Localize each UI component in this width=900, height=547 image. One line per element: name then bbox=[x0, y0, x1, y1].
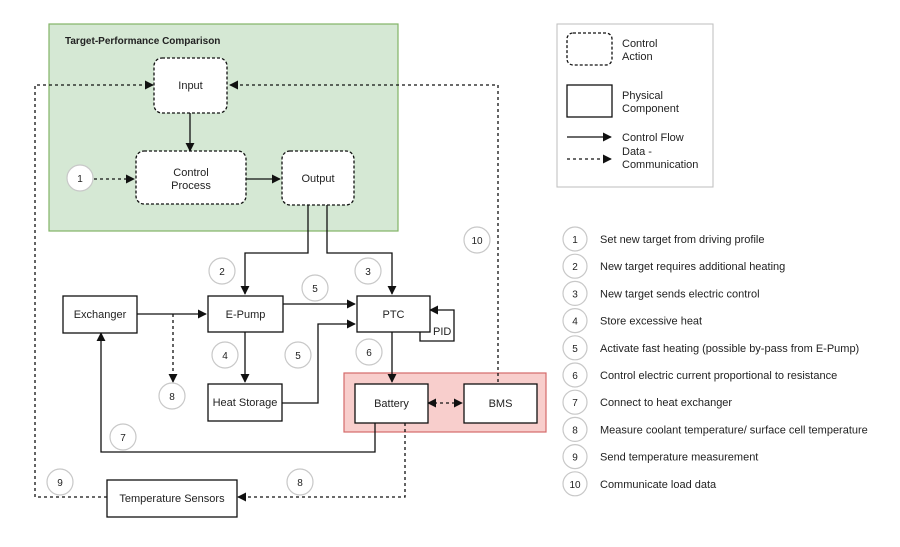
step-5-text: Activate fast heating (possible by-pass … bbox=[600, 343, 859, 355]
svg-text:Battery: Battery bbox=[374, 398, 409, 410]
step-6-text: Control electric current proportional to… bbox=[600, 370, 837, 382]
badge-5a-label: 5 bbox=[312, 284, 318, 295]
region-title: Target-Performance Comparison bbox=[65, 36, 220, 47]
badge-6 bbox=[355, 338, 383, 366]
node-output: Output bbox=[281, 150, 355, 206]
step-1-number: 1 bbox=[572, 235, 578, 246]
badge-5a bbox=[301, 274, 329, 302]
step-10-text: Communicate load data bbox=[600, 479, 717, 491]
svg-text:Input: Input bbox=[178, 80, 202, 92]
edge-bms-to-input bbox=[229, 80, 499, 382]
node-bms: BMS bbox=[463, 383, 538, 424]
step-7-badge bbox=[562, 389, 588, 415]
svg-text:Heat Storage: Heat Storage bbox=[213, 397, 278, 409]
badge-5b bbox=[284, 341, 312, 369]
edge-output-to-ptc bbox=[326, 205, 397, 295]
badge-10-label: 10 bbox=[471, 236, 483, 247]
step-8-number: 8 bbox=[572, 425, 578, 436]
step-3-badge bbox=[562, 280, 588, 306]
badge-5b-label: 5 bbox=[295, 351, 301, 362]
edge-battery-to-exchanger bbox=[96, 332, 376, 453]
badge-8a-label: 8 bbox=[169, 392, 175, 403]
legend-control-flow-label: Control Flow bbox=[622, 132, 684, 144]
badge-3 bbox=[354, 257, 382, 285]
node-ptc: PTC bbox=[356, 295, 431, 333]
badge-2-label: 2 bbox=[219, 267, 225, 278]
svg-text:PTC: PTC bbox=[383, 309, 405, 321]
step-6-badge bbox=[562, 362, 588, 388]
svg-text:Exchanger: Exchanger bbox=[74, 309, 127, 321]
step-7-text: Connect to heat exchanger bbox=[600, 397, 732, 409]
legend-control-action-line2: Action bbox=[622, 51, 653, 63]
badge-9 bbox=[46, 468, 74, 496]
svg-text:Temperature Sensors: Temperature Sensors bbox=[119, 493, 225, 505]
badge-8a bbox=[158, 382, 186, 410]
step-8-text: Measure coolant temperature/ surface cel… bbox=[600, 424, 868, 436]
step-4-text: Store excessive heat bbox=[600, 316, 702, 328]
step-3-text: New target sends electric control bbox=[600, 288, 760, 300]
step-5-number: 5 bbox=[572, 344, 578, 355]
node-e-pump: E-Pump bbox=[207, 295, 284, 333]
step-10-badge bbox=[562, 471, 588, 497]
step-7-number: 7 bbox=[572, 398, 578, 409]
edge-output-to-epump bbox=[240, 205, 309, 295]
node-heat-storage: Heat Storage bbox=[207, 383, 283, 422]
legend-control-action-swatch bbox=[566, 32, 613, 66]
step-5-badge bbox=[562, 335, 588, 361]
edge-heat-storage-to-ptc bbox=[282, 319, 356, 404]
node-input: Input bbox=[153, 57, 228, 114]
step-2-text: New target requires additional heating bbox=[600, 261, 785, 273]
step-1-badge bbox=[562, 226, 588, 252]
svg-text:Process: Process bbox=[171, 180, 211, 192]
step-1-text: Set new target from driving profile bbox=[600, 234, 764, 246]
node-control-process: Control Process bbox=[135, 150, 247, 205]
step-9-badge bbox=[562, 444, 588, 470]
step-3-number: 3 bbox=[572, 289, 578, 300]
edge-sensors-to-input bbox=[34, 80, 154, 498]
badge-10 bbox=[463, 226, 491, 254]
legend-control-action-line1: Control bbox=[622, 38, 657, 50]
svg-text:Output: Output bbox=[301, 173, 334, 185]
legend-data-communication-line1: Data - bbox=[622, 146, 652, 158]
badge-9-label: 9 bbox=[57, 478, 63, 489]
legend-physical-component-swatch bbox=[566, 84, 613, 118]
badge-8b bbox=[286, 468, 314, 496]
badge-6-label: 6 bbox=[366, 348, 372, 359]
svg-text:BMS: BMS bbox=[489, 398, 513, 410]
step-4-badge bbox=[562, 308, 588, 334]
node-temperature-sensors: Temperature Sensors bbox=[106, 479, 238, 518]
step-2-badge bbox=[562, 253, 588, 279]
badge-4-label: 4 bbox=[222, 351, 228, 362]
edge-battery-to-sensors bbox=[237, 423, 406, 502]
step-9-number: 9 bbox=[572, 453, 578, 464]
step-2-number: 2 bbox=[572, 262, 578, 273]
badge-4 bbox=[211, 341, 239, 369]
badge-7 bbox=[109, 423, 137, 451]
legend-physical-component-line2: Component bbox=[622, 103, 679, 115]
legend: Control Action Physical Component Contro… bbox=[556, 23, 714, 188]
badge-1 bbox=[66, 164, 94, 192]
pid-label: PID bbox=[433, 326, 451, 338]
node-battery: Battery bbox=[354, 383, 429, 424]
legend-data-communication-line2: Communication bbox=[622, 159, 698, 171]
badge-7-label: 7 bbox=[120, 433, 126, 444]
step-10-number: 10 bbox=[569, 480, 581, 491]
badge-3-label: 3 bbox=[365, 267, 371, 278]
legend-physical-component-line1: Physical bbox=[622, 90, 663, 102]
badge-2 bbox=[208, 257, 236, 285]
step-8-badge bbox=[562, 416, 588, 442]
badge-1-label: 1 bbox=[77, 174, 83, 185]
svg-text:Control: Control bbox=[173, 167, 208, 179]
step-9-text: Send temperature measurement bbox=[600, 452, 758, 464]
svg-text:E-Pump: E-Pump bbox=[226, 309, 266, 321]
node-exchanger: Exchanger bbox=[62, 295, 138, 334]
badge-8b-label: 8 bbox=[297, 478, 303, 489]
step-6-number: 6 bbox=[572, 371, 578, 382]
edge-pid-loop bbox=[419, 305, 455, 342]
step-4-number: 4 bbox=[572, 317, 578, 328]
